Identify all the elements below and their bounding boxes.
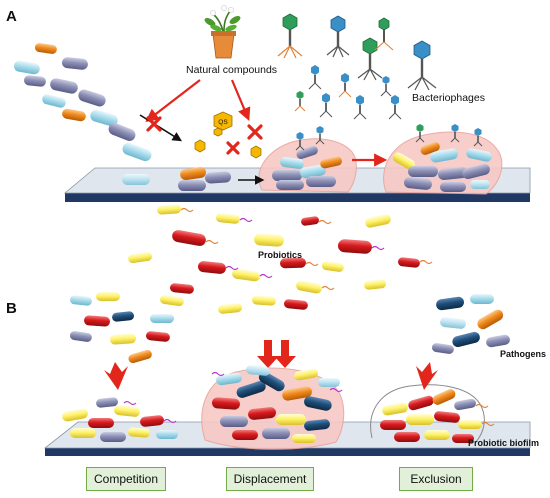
- probiotics-label: Probiotics: [258, 250, 303, 260]
- panel-a-label: A: [6, 8, 17, 25]
- pathogen-bacteria: [431, 294, 510, 354]
- biofilm-cluster-a1: [272, 145, 342, 190]
- exclusion-cluster: [380, 389, 495, 443]
- stage-exclusion: Exclusion: [399, 467, 473, 491]
- stage-competition: Competition: [86, 467, 166, 491]
- biofilm-cluster-a2: [392, 142, 492, 192]
- natural-compounds-label: Natural compounds: [186, 64, 278, 76]
- attached-bacteria-a: [122, 166, 232, 191]
- colonization-arrows: [104, 340, 438, 390]
- stage-displacement: Displacement: [226, 467, 314, 491]
- bacteriophages-label: Bacteriophages: [412, 92, 485, 104]
- panel-b-label: B: [6, 300, 17, 317]
- inhibit-cross-icons: [146, 116, 263, 155]
- probiotic-flagella: [180, 207, 433, 291]
- attachment-arrows: [139, 114, 265, 185]
- competition-cluster: [62, 397, 178, 442]
- free-bacteria-a: [14, 43, 152, 162]
- competition-source-bacteria: [69, 292, 184, 364]
- inhibition-arrows: [145, 79, 251, 123]
- qs-molecules: [194, 111, 262, 159]
- plant-icon: [204, 5, 241, 59]
- free-probiotics: [128, 204, 420, 314]
- probiotic-biofilm-label: Probiotic biofilm: [468, 438, 539, 448]
- pathogens-label: Pathogens: [500, 349, 547, 359]
- bacteriophage-icons: [277, 13, 483, 151]
- displacement-cluster: [211, 365, 343, 443]
- qs-label: QS: [218, 119, 228, 126]
